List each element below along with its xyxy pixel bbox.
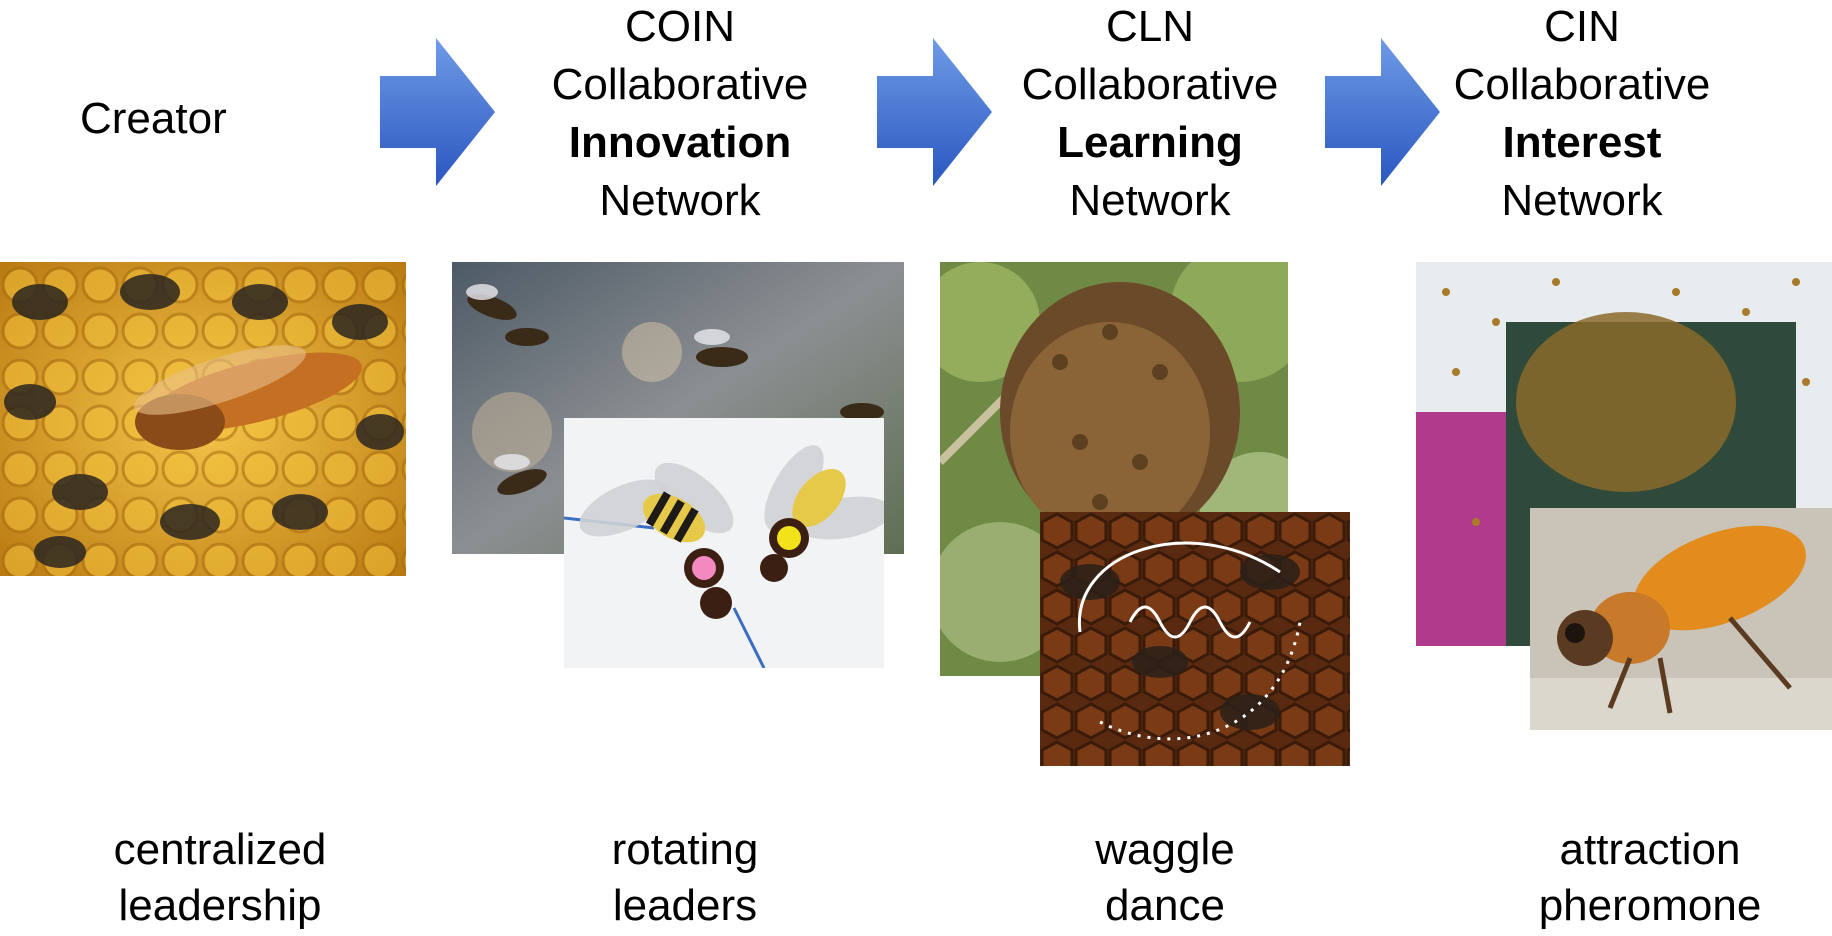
stage-creator-label: Creator [80, 94, 227, 143]
waggle-dance-photo [1040, 512, 1350, 766]
bee-swarm-photo [940, 262, 1288, 676]
stage-cln-title: CLN Collaborative Learning Network [1000, 0, 1300, 230]
caption-cln: waggle dance [1015, 822, 1315, 934]
stage-coin-line1: Collaborative [551, 60, 809, 109]
caption-coin-line2: leaders [612, 881, 758, 930]
stage-cln-line3: Network [1069, 176, 1231, 225]
stage-cln-keyword: Learning [1057, 118, 1243, 167]
caption-cln-line1: waggle [1095, 825, 1235, 874]
marked-bees-illustration [564, 418, 884, 668]
caption-coin-line1: rotating [611, 825, 759, 874]
stage-cin-title: CIN Collaborative Interest Network [1432, 0, 1732, 230]
stage-cin-line1: Collaborative [1453, 60, 1711, 109]
stage-coin-title: COIN Collaborative Innovation Network [530, 0, 830, 230]
caption-cin-line2: pheromone [1538, 881, 1762, 930]
stage-coin-line3: Network [599, 176, 761, 225]
stage-cln-acronym: CLN [1105, 2, 1195, 51]
caption-cln-line2: dance [1105, 881, 1225, 930]
stage-coin-acronym: COIN [625, 2, 735, 51]
stage-cin-line3: Network [1501, 176, 1663, 225]
caption-cin: attraction pheromone [1500, 822, 1800, 934]
caption-creator: centralized leadership [70, 822, 370, 934]
caption-creator-line1: centralized [113, 825, 327, 874]
right-arrow-icon [877, 38, 992, 186]
queen-bee-photo [0, 262, 406, 576]
stage-cin-acronym: CIN [1544, 2, 1620, 51]
stage-cln-line1: Collaborative [1021, 60, 1279, 109]
caption-coin: rotating leaders [535, 822, 835, 934]
stage-cin-keyword: Interest [1502, 118, 1662, 167]
right-arrow-icon [1325, 38, 1440, 186]
honeybee-closeup-photo [1530, 508, 1832, 730]
stage-coin-keyword: Innovation [568, 118, 792, 167]
caption-cin-line1: attraction [1559, 825, 1741, 874]
right-arrow-icon [380, 38, 495, 186]
caption-creator-line2: leadership [118, 881, 322, 930]
